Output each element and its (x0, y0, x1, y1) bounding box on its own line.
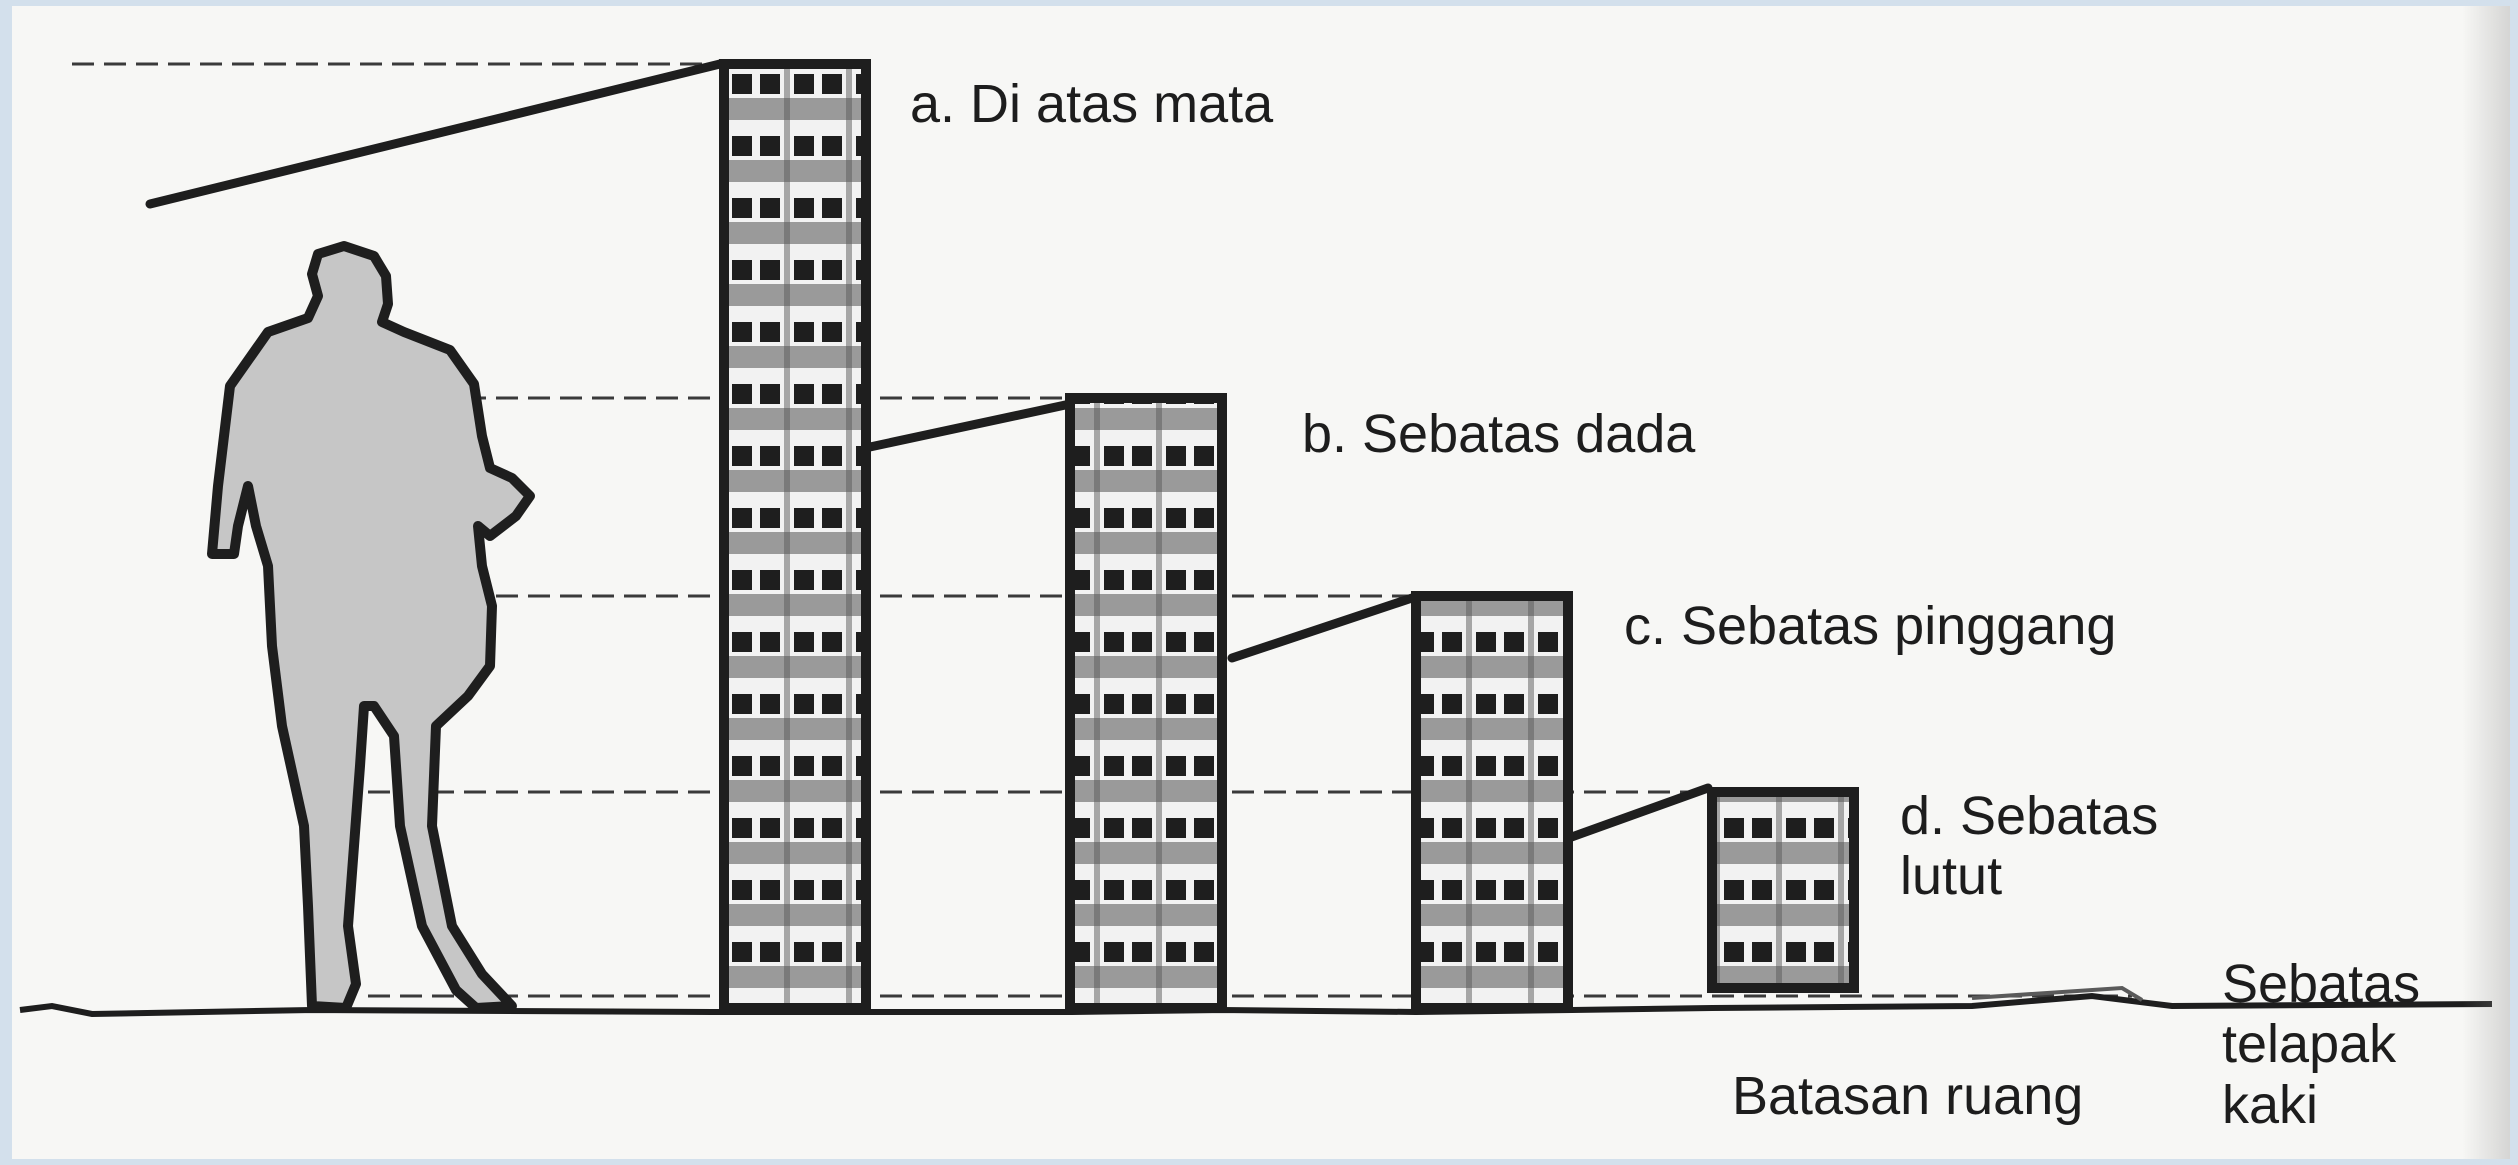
label-chest-height: b. Sebatas dada (1302, 404, 1696, 464)
pillar-chest-level (1065, 393, 1227, 1013)
sight-line-eye (145, 59, 725, 209)
label-room-boundary: Batasan ruang (1732, 1066, 2084, 1126)
person-silhouette (207, 241, 535, 1013)
pillar-knee-level (1707, 787, 1859, 993)
pillar-waist-level (1411, 591, 1573, 1013)
diagram-canvas: a. Di atas mata b. Sebatas dada c. Sebat… (12, 6, 2510, 1159)
sight-line-waist (1227, 593, 1417, 663)
pillar-eye-level (719, 59, 871, 1013)
label-waist-height: c. Sebatas pinggang (1624, 596, 2117, 656)
label-knee-height: d. Sebatas lutut (1900, 786, 2159, 907)
label-above-eye: a. Di atas mata (910, 74, 1274, 134)
ground-line (19, 992, 2493, 1018)
diagram-svg (19, 59, 2493, 1018)
floor-shadow (1971, 985, 2144, 1002)
label-foot-height: Sebatas telapak kaki (2222, 954, 2421, 1135)
